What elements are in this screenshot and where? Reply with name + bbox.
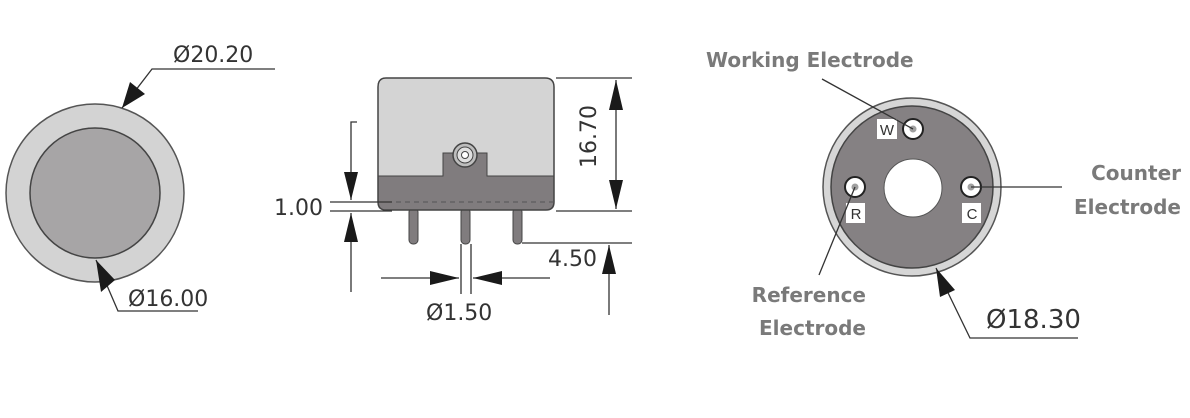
height-arrow-down — [609, 180, 623, 209]
sensor-body-outline — [377, 77, 555, 211]
pin-right — [512, 207, 523, 245]
working-leader — [821, 78, 914, 130]
flange-arrow-down — [344, 172, 358, 200]
bottom-diameter-arrow — [936, 268, 955, 297]
pin-dia-arrow-left — [430, 271, 459, 285]
flange-arrow-up — [344, 213, 358, 242]
sensor-body-light — [378, 78, 554, 176]
outer-diameter-arrow — [122, 82, 145, 108]
pin-dia-arrow-right — [473, 271, 502, 285]
pin-center — [460, 207, 471, 245]
center-hole — [883, 158, 943, 218]
pin-r-tag — [846, 203, 865, 223]
pin-w-tag — [877, 119, 897, 139]
top-inner-face — [29, 127, 161, 259]
pin-r-letter: R — [851, 206, 862, 223]
working-electrode-label: Working Electrode — [706, 48, 914, 72]
outer-diameter-leader — [121, 68, 275, 109]
pin-left — [408, 207, 419, 245]
reference-leader — [818, 186, 856, 276]
reference-electrode-label-2: Electrode — [759, 316, 866, 340]
pin-c-tag — [962, 203, 981, 223]
counter-electrode-label-2: Electrode — [1074, 195, 1181, 219]
pin-w-letter: W — [880, 122, 895, 139]
top-view: Ø20.20 Ø16.00 — [5, 43, 275, 312]
sensor-body-dark — [378, 153, 554, 210]
pin-length-arrow — [602, 245, 616, 274]
height-label: 16.70 — [577, 105, 602, 168]
reference-electrode-label-1: Reference — [752, 283, 866, 307]
inner-diameter-label: Ø16.00 — [128, 287, 208, 312]
pin-length-label: 4.50 — [548, 247, 597, 272]
height-arrow-up — [609, 80, 623, 110]
pin-diameter-label: Ø1.50 — [426, 301, 492, 326]
bottom-view: W R C Ø18.30 Working Electrode Counter E… — [706, 48, 1181, 340]
gas-port-hole — [461, 151, 469, 159]
bottom-diameter-label: Ø18.30 — [986, 305, 1081, 335]
pin-c-letter: C — [967, 206, 978, 223]
side-view: 16.70 1.00 4.50 Ø1.50 — [274, 77, 632, 326]
outer-diameter-label: Ø20.20 — [173, 43, 253, 68]
flange-label: 1.00 — [274, 196, 323, 221]
inner-diameter-arrow — [96, 260, 115, 292]
counter-electrode-label-1: Counter — [1091, 161, 1181, 185]
